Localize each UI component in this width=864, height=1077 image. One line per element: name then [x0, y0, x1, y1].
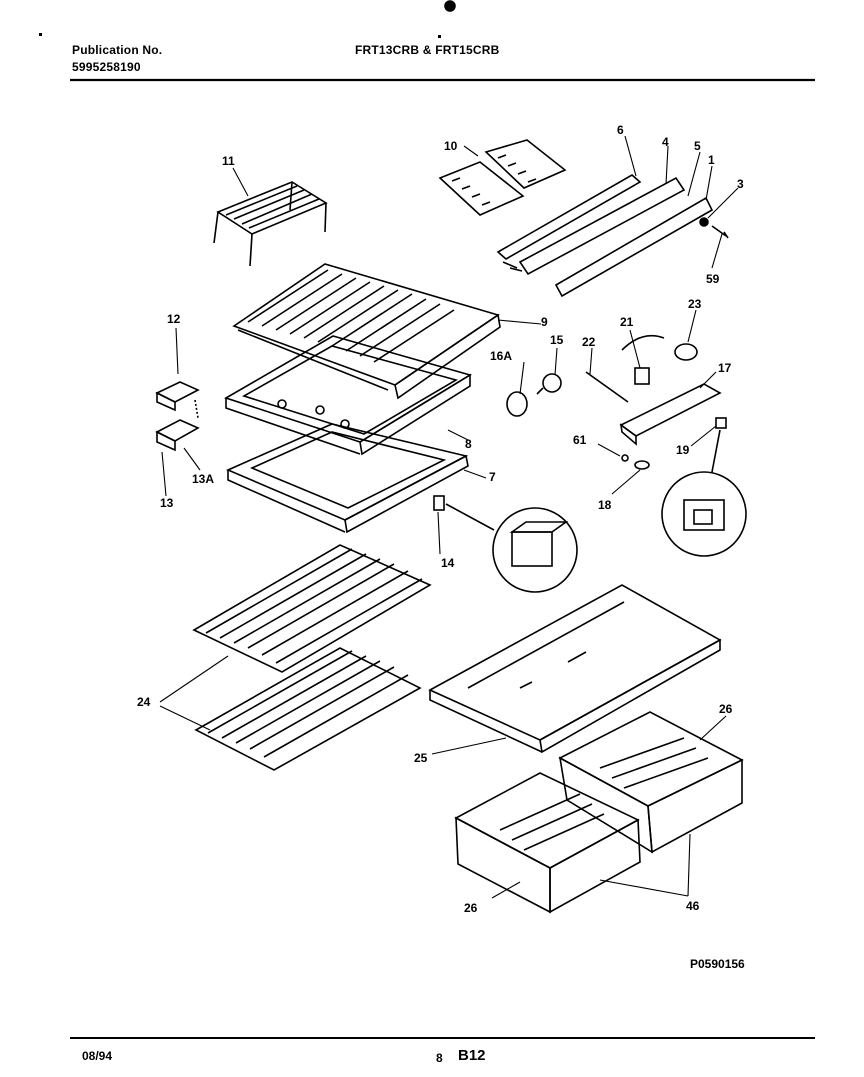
switch-detail [433, 495, 578, 593]
publication-label: Publication No. [72, 43, 163, 57]
callout-label: 26 [719, 702, 733, 716]
trim-strip-part [496, 174, 729, 298]
callout-label: 23 [688, 297, 702, 311]
frame-part [225, 423, 469, 534]
callout-label: 25 [414, 751, 428, 765]
wire-shelf-part [192, 544, 432, 771]
callout-label: 24 [137, 695, 151, 709]
callout-label: 1 [708, 153, 715, 167]
callout-label: 12 [167, 312, 181, 326]
callout-label: 21 [620, 315, 634, 329]
scan-mark [444, 0, 456, 12]
drawing-code: P0590156 [690, 957, 745, 971]
model-numbers: FRT13CRB & FRT15CRB [355, 43, 500, 57]
callout-label: 15 [550, 333, 564, 347]
callout-label: 13A [192, 472, 214, 486]
publication-number: 5995258190 [72, 60, 141, 74]
callout-label: 13 [160, 496, 174, 510]
crisper-drawer-part [454, 711, 744, 914]
callout-label: 59 [706, 272, 720, 286]
callout-label: 26 [464, 901, 478, 915]
callout-label: 61 [573, 433, 587, 447]
ice-tray-part [438, 139, 567, 216]
light-parts [506, 334, 727, 470]
callout-label: 17 [718, 361, 732, 375]
callout-label: 16A [490, 349, 512, 363]
footer-section: B12 [458, 1047, 486, 1064]
door-bin-part [155, 381, 200, 452]
callout-label: 3 [737, 177, 744, 191]
footer-page: 8 [436, 1051, 443, 1065]
callout-label: 46 [686, 899, 700, 913]
callout-label: 6 [617, 123, 624, 137]
callout-label: 8 [465, 437, 472, 451]
wire-rack-part [213, 181, 328, 267]
callout-label: 5 [694, 139, 701, 153]
callout-label: 4 [662, 135, 669, 149]
callout-label: 14 [441, 556, 455, 570]
callout-label: 11 [222, 154, 235, 168]
callout-label: 19 [676, 443, 690, 457]
callout-label: 9 [541, 315, 548, 329]
leader-lines [159, 135, 739, 899]
callout-label: 10 [444, 139, 458, 153]
footer-date: 08/94 [82, 1049, 112, 1063]
thermostat-detail [661, 429, 747, 557]
callout-label: 18 [598, 498, 612, 512]
crisper-cover-part [232, 263, 501, 400]
scan-dot [39, 33, 42, 36]
callout-label: 22 [582, 335, 596, 349]
scan-dot [438, 35, 441, 38]
callout-label: 7 [489, 470, 496, 484]
glass-shelf-part [428, 584, 722, 754]
